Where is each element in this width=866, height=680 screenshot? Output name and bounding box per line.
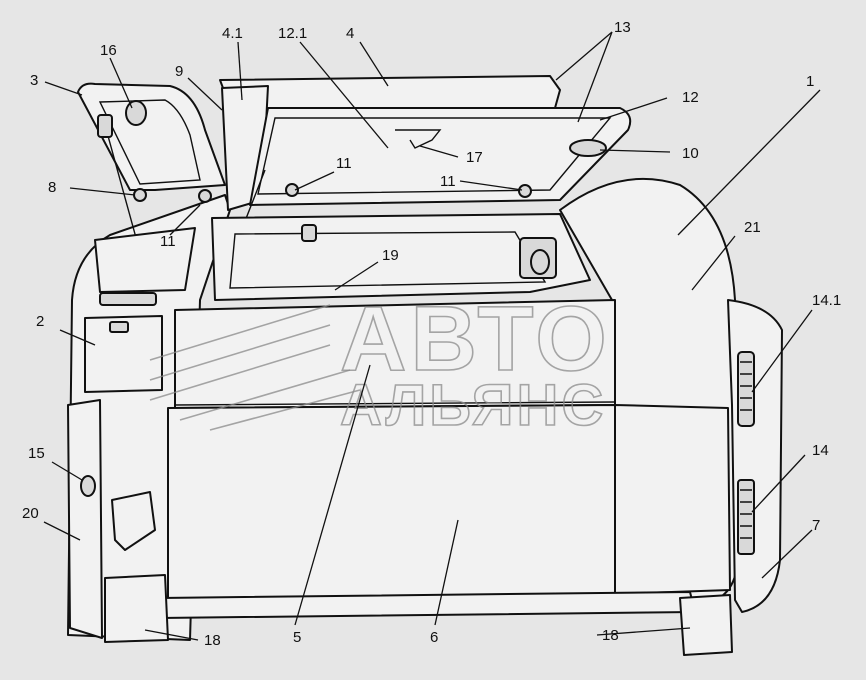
element-10 <box>569 139 607 157</box>
knob <box>301 224 317 242</box>
callout-4-1: 4.1 <box>222 25 243 42</box>
vent-housing <box>727 299 783 613</box>
callout-17: 17 <box>466 149 483 166</box>
leader-lines <box>43 31 821 641</box>
handle-17 <box>395 129 442 149</box>
watermark-bars <box>149 304 361 431</box>
callout-5: 5 <box>293 629 301 646</box>
step-18-left <box>104 574 169 643</box>
step-18-right <box>679 594 733 656</box>
lid-3 <box>77 82 226 191</box>
callout-12-1: 12.1 <box>278 25 307 42</box>
callout-18a: 18 <box>204 632 221 649</box>
callout-1: 1 <box>806 73 814 90</box>
vent-14 <box>737 479 755 555</box>
callout-14-1: 14.1 <box>812 292 841 309</box>
left-compartment <box>67 82 226 643</box>
callout-6: 6 <box>430 629 438 646</box>
panel-5-line <box>174 401 616 406</box>
panel-right-lower <box>614 404 731 595</box>
element-21-cap <box>530 249 550 275</box>
callout-12: 12 <box>682 89 699 106</box>
lid-12 <box>249 107 632 206</box>
element-2-handle <box>109 321 129 333</box>
callout-2: 2 <box>36 313 44 330</box>
latch-plate <box>99 292 157 306</box>
callout-11c: 11 <box>440 173 456 190</box>
callout-3: 3 <box>30 72 38 89</box>
callout-21: 21 <box>744 219 761 236</box>
callout-13: 13 <box>614 19 631 36</box>
callout-18b: 18 <box>602 627 619 644</box>
watermark-line2: АЛЬЯНС <box>340 373 606 438</box>
callout-4: 4 <box>346 25 354 42</box>
callout-9: 9 <box>175 63 183 80</box>
watermark: АВТО АЛЬЯНС <box>149 287 611 439</box>
strut-bracket-left <box>97 114 113 138</box>
vent-14-1 <box>737 351 755 427</box>
callout-10: 10 <box>682 145 699 162</box>
callout-11a: 11 <box>160 233 176 250</box>
callout-20: 20 <box>22 505 39 522</box>
top-hatch <box>133 75 632 301</box>
callout-8: 8 <box>48 179 56 196</box>
clip-11-b <box>518 184 532 198</box>
vent-slats <box>740 361 752 539</box>
callout-16: 16 <box>100 42 117 59</box>
callout-15: 15 <box>28 445 45 462</box>
door-20 <box>67 399 103 639</box>
lock-15 <box>80 475 96 497</box>
element-2-box <box>84 315 163 393</box>
lid-3-inner <box>98 99 201 185</box>
clip-11-a <box>285 183 299 197</box>
gas-strut-left <box>104 124 139 246</box>
clip-11-c <box>198 189 212 203</box>
compartment-well <box>94 227 196 293</box>
watermark-line1: АВТО <box>340 288 611 390</box>
recess-19-inner <box>229 231 547 289</box>
lid-12-1-inner <box>257 117 612 195</box>
cabin-body <box>67 177 783 641</box>
element-16 <box>125 100 147 126</box>
callout-14: 14 <box>812 442 829 459</box>
callout-11b: 11 <box>336 155 352 172</box>
callout-7: 7 <box>812 517 820 534</box>
callout-19: 19 <box>382 247 399 264</box>
clip-8 <box>133 188 147 202</box>
callout-labels: 1 2 3 4 4.1 5 6 7 8 9 10 11 11 11 12 12.… <box>22 19 841 649</box>
hinge-assembly <box>111 491 156 551</box>
hatch-frame-4 <box>219 75 561 113</box>
